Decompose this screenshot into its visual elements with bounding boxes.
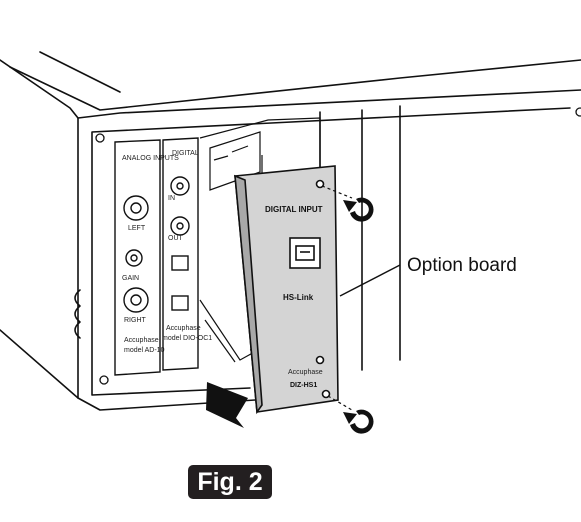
screw-icon <box>321 389 331 399</box>
rotate-clockwise-icon <box>343 409 374 434</box>
option-board-callout: Option board <box>407 255 517 276</box>
analog-right-label: RIGHT <box>124 317 147 324</box>
option-board-brand: Accuphase <box>288 369 323 376</box>
digital-brand: Accuphase <box>166 325 201 332</box>
screw-icon <box>95 107 581 385</box>
digital-model: model DIO-OC1 <box>162 335 212 342</box>
screw-guide-bottom <box>327 395 353 411</box>
digital-heading: DIGITAL <box>172 150 199 157</box>
analog-left-label: LEFT <box>128 225 146 232</box>
chassis-front-frame <box>77 89 581 119</box>
screw-icon <box>315 355 325 365</box>
digital-out-label: OUT <box>168 235 184 242</box>
option-board-title: DIGITAL INPUT <box>265 205 323 214</box>
screw-icon <box>315 179 325 189</box>
chassis-top-edge-2 <box>39 51 121 93</box>
figure-label: Fig. 2 <box>188 465 272 499</box>
callout-leader <box>339 264 401 297</box>
analog-brand: Accuphase <box>124 337 159 344</box>
chassis-top-edge <box>9 59 581 111</box>
digital-in-label: IN <box>168 195 175 202</box>
option-board-port-label: HS-Link <box>283 293 314 302</box>
digital-module <box>162 137 199 371</box>
rotate-clockwise-icon <box>343 197 374 222</box>
chassis-left-side <box>0 59 79 399</box>
screw-guide-top <box>321 185 353 199</box>
analog-model: model AD-10 <box>124 347 165 354</box>
analog-input-module <box>114 139 161 376</box>
insert-arrow-icon <box>206 382 248 428</box>
option-board <box>234 165 339 415</box>
option-board-model: DIZ-HS1 <box>290 382 317 389</box>
analog-heading: ANALOG INPUTS <box>122 155 179 162</box>
rj45-connector-icon <box>289 237 321 269</box>
chassis-bottom-edge <box>77 397 256 411</box>
analog-gain-label: GAIN <box>122 275 139 282</box>
side-handle <box>74 289 81 339</box>
